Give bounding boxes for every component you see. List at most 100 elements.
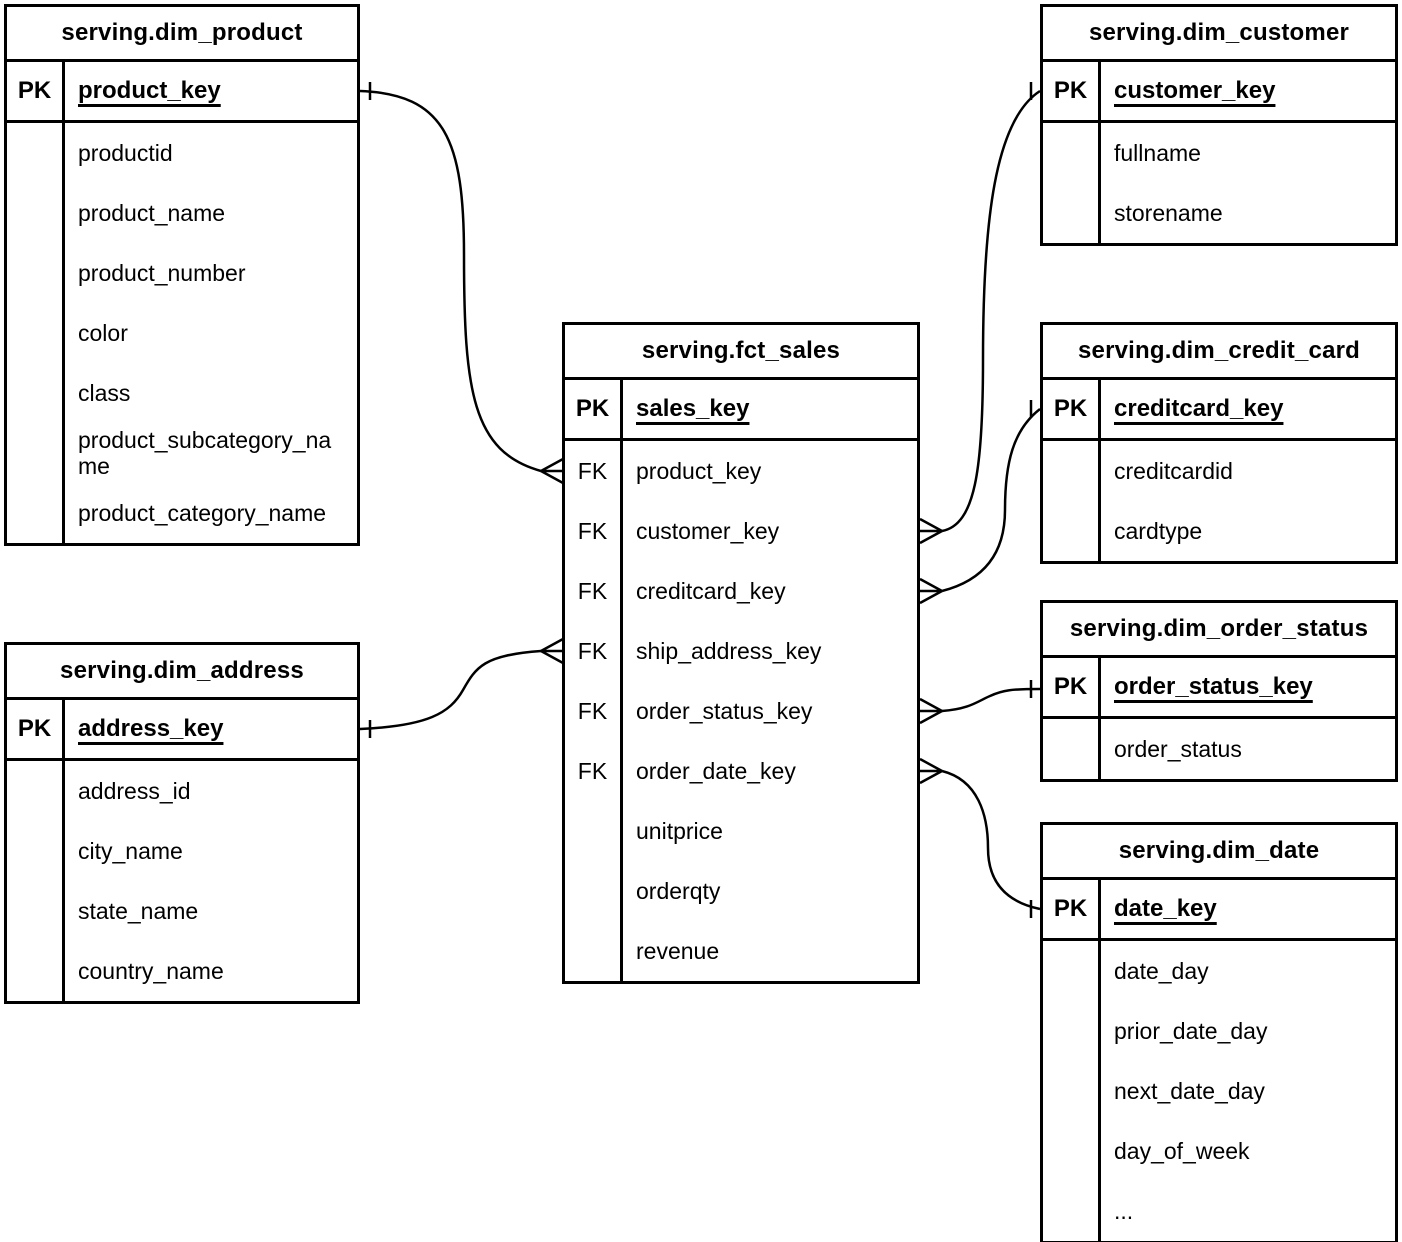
field-name: color bbox=[78, 320, 128, 346]
field-name: unitprice bbox=[636, 818, 723, 844]
field-name: product_subcategory_name bbox=[78, 427, 332, 479]
fk-label: FK bbox=[565, 501, 623, 561]
key-label bbox=[565, 801, 623, 861]
key-label bbox=[1043, 183, 1101, 243]
field-name: product_name bbox=[78, 200, 226, 226]
key-label bbox=[7, 183, 65, 243]
table-dim-date[interactable]: serving.dim_date PK date_key date_day pr… bbox=[1040, 822, 1398, 1242]
field-row: creditcardid bbox=[1043, 441, 1395, 501]
pk-label: PK bbox=[7, 62, 65, 120]
key-label bbox=[7, 881, 65, 941]
field-row: product_number bbox=[7, 243, 357, 303]
table-dim-credit-card[interactable]: serving.dim_credit_card PK creditcard_ke… bbox=[1040, 322, 1398, 564]
table-title: serving.dim_credit_card bbox=[1043, 325, 1395, 380]
field-name: product_number bbox=[78, 260, 246, 286]
field-row: state_name bbox=[7, 881, 357, 941]
field-row: city_name bbox=[7, 821, 357, 881]
field-row: order_status bbox=[1043, 719, 1395, 779]
field-row: date_day bbox=[1043, 941, 1395, 1001]
many-crowfoot-marker bbox=[919, 577, 943, 605]
pk-row: PK order_status_key bbox=[1043, 658, 1395, 719]
field-row: ... bbox=[1043, 1181, 1395, 1241]
field-row: FK customer_key bbox=[565, 501, 917, 561]
field-row: address_id bbox=[7, 761, 357, 821]
field-name: order_status bbox=[1114, 736, 1242, 762]
fk-label: FK bbox=[565, 621, 623, 681]
pk-row: PK sales_key bbox=[565, 380, 917, 441]
key-label bbox=[1043, 1001, 1101, 1061]
relationship-sales-date[interactable] bbox=[919, 757, 1041, 918]
field-row: orderqty bbox=[565, 861, 917, 921]
relationship-sales-customer[interactable] bbox=[919, 82, 1041, 545]
field-row: productid bbox=[7, 123, 357, 183]
pk-field-name: order_status_key bbox=[1114, 673, 1313, 700]
table-title: serving.dim_address bbox=[7, 645, 357, 700]
fk-label: FK bbox=[565, 681, 623, 741]
many-crowfoot-marker bbox=[919, 757, 943, 785]
field-name: ship_address_key bbox=[636, 638, 822, 664]
pk-field-name: address_key bbox=[78, 715, 224, 742]
table-dim-order-status[interactable]: serving.dim_order_status PK order_status… bbox=[1040, 600, 1398, 782]
key-label bbox=[1043, 941, 1101, 1001]
field-name: country_name bbox=[78, 958, 224, 984]
field-name: cardtype bbox=[1114, 518, 1203, 544]
field-name: address_id bbox=[78, 778, 191, 804]
field-name: productid bbox=[78, 140, 173, 166]
table-title: serving.fct_sales bbox=[565, 325, 917, 380]
relationship-line bbox=[941, 687, 1041, 713]
key-label bbox=[7, 363, 65, 423]
field-row: FK ship_address_key bbox=[565, 621, 917, 681]
field-row: prior_date_day bbox=[1043, 1001, 1395, 1061]
key-label bbox=[1043, 501, 1101, 561]
field-row: FK order_status_key bbox=[565, 681, 917, 741]
key-label bbox=[1043, 441, 1101, 501]
field-row: color bbox=[7, 303, 357, 363]
key-label bbox=[565, 861, 623, 921]
table-title: serving.dim_customer bbox=[1043, 7, 1395, 62]
field-name: date_day bbox=[1114, 958, 1209, 984]
relationship-line bbox=[941, 408, 1041, 593]
table-fct-sales[interactable]: serving.fct_sales PK sales_key FK produc… bbox=[562, 322, 920, 984]
field-row: product_subcategory_name bbox=[7, 423, 357, 483]
many-crowfoot-marker bbox=[919, 697, 943, 725]
table-title: serving.dim_order_status bbox=[1043, 603, 1395, 658]
table-title: serving.dim_date bbox=[1043, 825, 1395, 880]
pk-label: PK bbox=[565, 380, 623, 438]
field-name: ... bbox=[1114, 1198, 1134, 1224]
relationship-line bbox=[359, 649, 542, 731]
field-name: city_name bbox=[78, 838, 183, 864]
many-crowfoot-marker bbox=[540, 457, 564, 485]
key-label bbox=[565, 921, 623, 981]
field-name: day_of_week bbox=[1114, 1138, 1250, 1164]
relationship-line bbox=[941, 89, 1041, 533]
relationship-address-sales[interactable] bbox=[359, 637, 564, 738]
pk-field-name: date_key bbox=[1114, 895, 1217, 922]
field-row: revenue bbox=[565, 921, 917, 981]
many-crowfoot-marker bbox=[540, 637, 564, 665]
field-name: storename bbox=[1114, 200, 1223, 226]
field-name: class bbox=[78, 380, 131, 406]
table-dim-customer[interactable]: serving.dim_customer PK customer_key ful… bbox=[1040, 4, 1398, 246]
key-label bbox=[7, 941, 65, 1001]
relationship-line bbox=[941, 769, 1041, 911]
field-name: order_date_key bbox=[636, 758, 796, 784]
relationship-sales-creditcard[interactable] bbox=[919, 400, 1041, 605]
field-name: fullname bbox=[1114, 140, 1201, 166]
relationship-sales-orderstatus[interactable] bbox=[919, 680, 1041, 725]
field-row: product_category_name bbox=[7, 483, 357, 543]
pk-row: PK address_key bbox=[7, 700, 357, 761]
field-name: prior_date_day bbox=[1114, 1018, 1268, 1044]
table-dim-address[interactable]: serving.dim_address PK address_key addre… bbox=[4, 642, 360, 1004]
relationship-product-sales[interactable] bbox=[359, 82, 564, 485]
relationship-line bbox=[359, 89, 542, 473]
field-name: revenue bbox=[636, 938, 720, 964]
fk-label: FK bbox=[565, 741, 623, 801]
table-dim-product[interactable]: serving.dim_product PK product_key produ… bbox=[4, 4, 360, 546]
field-name: creditcardid bbox=[1114, 458, 1233, 484]
field-row: unitprice bbox=[565, 801, 917, 861]
key-label bbox=[1043, 1121, 1101, 1181]
fk-label: FK bbox=[565, 441, 623, 501]
field-row: country_name bbox=[7, 941, 357, 1001]
key-label bbox=[1043, 123, 1101, 183]
